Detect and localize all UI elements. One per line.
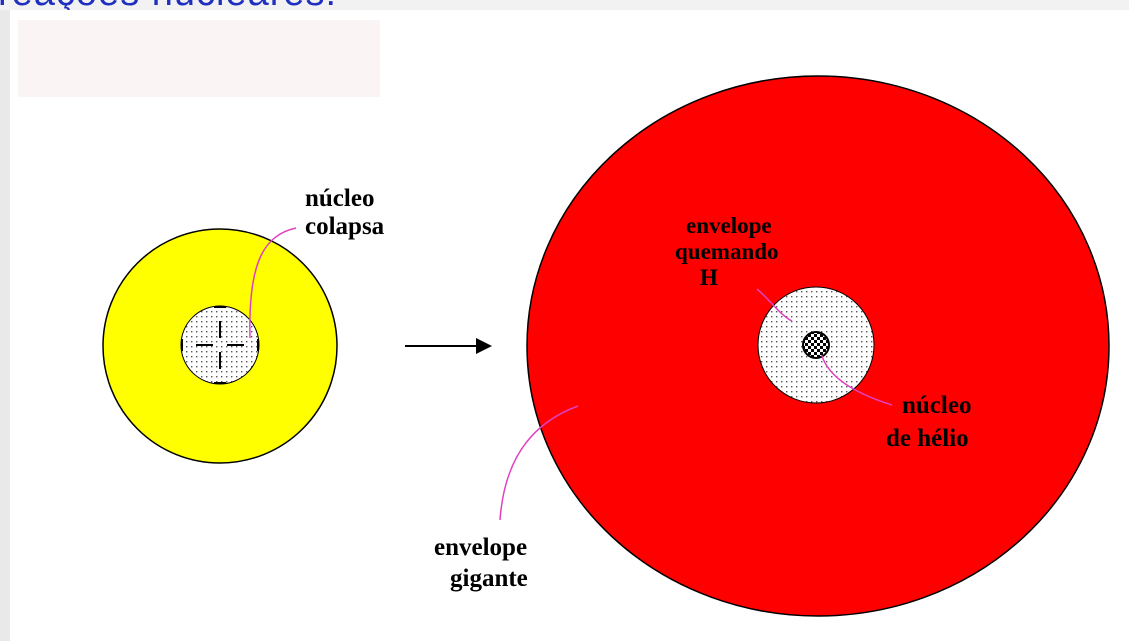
label-giant-envelope-line1: envelope [434, 534, 527, 561]
label-shell-burning-line3: H [700, 265, 718, 290]
diagram-image: núcleo colapsa envelope quemando H [10, 10, 1129, 641]
main-sequence-star [103, 228, 337, 463]
label-shell-burning-line1: envelope [686, 213, 772, 238]
label-helium-core-line2: de hélio [886, 425, 969, 452]
label-giant-envelope: envelope gigante [434, 534, 528, 592]
slide-title: reações nucleares: [0, 0, 337, 10]
left-border-strip [0, 10, 10, 641]
label-shell-burning-line2: quemando [675, 239, 779, 264]
label-core-collapses-line2: colapsa [305, 213, 385, 240]
evolution-arrow-icon [405, 338, 492, 354]
stellar-evolution-diagram: núcleo colapsa envelope quemando H [10, 10, 1129, 641]
slide-header: reações nucleares: [0, 0, 1129, 10]
collapsing-core [181, 306, 259, 384]
label-helium-core-line1: núcleo [902, 392, 971, 419]
label-core-collapses: núcleo colapsa [305, 185, 385, 240]
red-giant-star [500, 76, 1109, 616]
label-giant-envelope-line2: gigante [450, 565, 528, 592]
label-core-collapses-line1: núcleo [305, 185, 374, 212]
helium-core [803, 332, 829, 358]
